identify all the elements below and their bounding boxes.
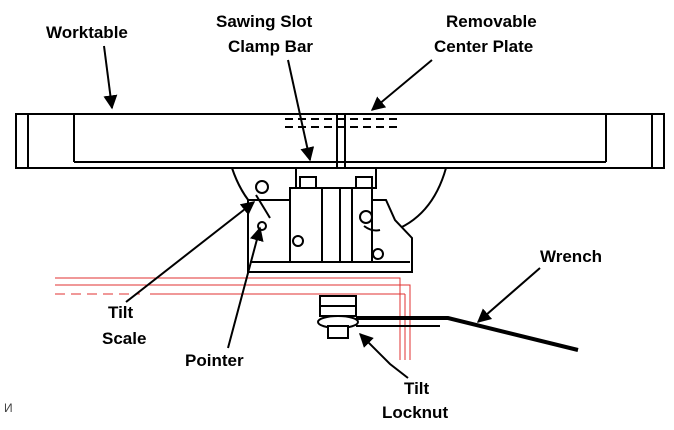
label-tilt-locknut-2: Locknut — [382, 403, 448, 422]
center-plate-dashed — [285, 118, 400, 128]
worktable — [15, 113, 665, 169]
mounting-bracket — [247, 180, 413, 273]
tilt-locknut — [317, 295, 359, 339]
label-tilt-locknut-1: Tilt — [404, 379, 430, 398]
label-center-plate-1: Removable — [446, 12, 537, 31]
label-tilt-scale-2: Scale — [102, 329, 146, 348]
label-center-plate-2: Center Plate — [434, 37, 533, 56]
arrow-sawing-slot — [287, 59, 315, 162]
wrench — [356, 316, 579, 352]
label-sawing-slot-1: Sawing Slot — [216, 12, 313, 31]
label-wrench: Wrench — [540, 247, 602, 266]
arrow-worktable — [103, 45, 118, 110]
label-tilt-scale-1: Tilt — [108, 303, 134, 322]
label-sawing-slot-2: Clamp Bar — [228, 37, 313, 56]
label-worktable: Worktable — [46, 23, 128, 42]
red-reference-lines — [55, 277, 411, 360]
arrow-tilt-locknut — [359, 333, 409, 379]
arrow-wrench — [476, 267, 541, 323]
arrow-center-plate — [370, 59, 433, 111]
figure-code: И — [4, 401, 13, 415]
label-pointer: Pointer — [185, 351, 244, 370]
arrow-tilt-scale — [125, 201, 256, 303]
leader-arrows — [103, 45, 541, 379]
arrow-pointer — [227, 226, 264, 349]
